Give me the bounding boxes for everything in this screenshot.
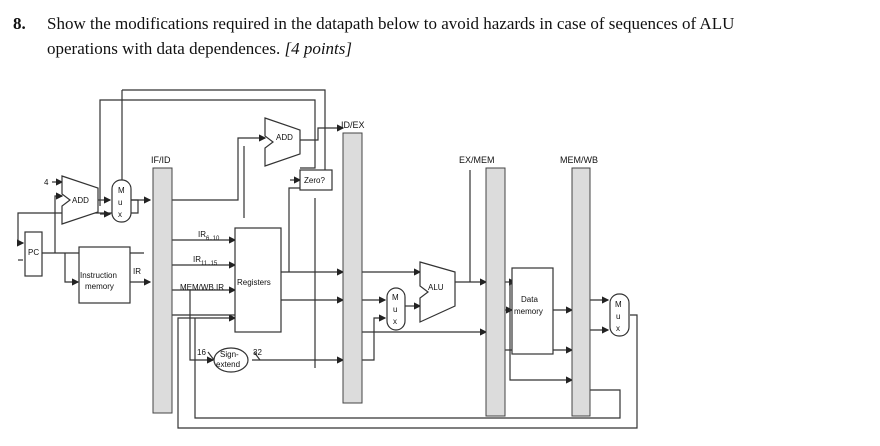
- instruction-memory-label-1: Instruction: [80, 271, 117, 280]
- ex-mux-u: u: [393, 305, 397, 314]
- sign-extend: [213, 347, 249, 373]
- if-id-register: [152, 167, 173, 414]
- data-memory-label-1: Data: [521, 295, 538, 304]
- pc-adder-label: ADD: [72, 196, 89, 205]
- ir-rt-sub: 11..15: [201, 261, 218, 267]
- instruction-memory: [78, 246, 131, 304]
- branch-adder: [264, 117, 301, 167]
- alu-label: ALU: [428, 283, 444, 292]
- ex-mux-m: M: [392, 293, 399, 302]
- id-ex-label: ID/EX: [341, 120, 365, 130]
- ir-rt-base: IR: [193, 255, 201, 264]
- register-file: [234, 227, 282, 333]
- alu: [419, 261, 456, 323]
- const-four: 4: [44, 178, 49, 187]
- zero-test: [299, 169, 333, 191]
- ir-out-label: IR: [133, 267, 141, 276]
- question-number: 8.: [13, 14, 26, 33]
- mem-wb-ir-label: MEM/WB.IR: [180, 283, 224, 292]
- zero-test-label: Zero?: [304, 176, 325, 185]
- wb-mux-m: M: [615, 300, 622, 309]
- question-text-line2-body: operations with data dependences.: [47, 39, 281, 58]
- wb-mux: [609, 293, 630, 337]
- ir-rt-label: IR11..15: [193, 255, 218, 267]
- mem-wb-label: MEM/WB: [560, 155, 598, 165]
- pc-label: PC: [28, 248, 39, 257]
- ex-mem-register: [485, 167, 506, 417]
- id-ex-register: [342, 132, 363, 404]
- if-id-label: IF/ID: [151, 155, 171, 165]
- ex-mux: [386, 287, 406, 331]
- sign-extend-label-1: Sign-: [220, 350, 239, 359]
- wires: [17, 89, 638, 429]
- question-text-line1: Show the modifications required in the d…: [47, 14, 735, 33]
- pc-register: [24, 231, 43, 277]
- instruction-memory-label-2: memory: [85, 282, 114, 291]
- ir-rs-base: IR: [198, 230, 206, 239]
- ex-mem-label: EX/MEM: [459, 155, 495, 165]
- sign-extend-in-width: 16: [197, 348, 206, 357]
- question-points: [4 points]: [284, 39, 352, 58]
- question-text-line2: operations with data dependences. [4 poi…: [47, 39, 352, 59]
- sign-extend-label-2: extend: [216, 360, 240, 369]
- branch-adder-label: ADD: [276, 133, 293, 142]
- data-memory: [511, 267, 554, 355]
- data-memory-label-2: memory: [514, 307, 543, 316]
- ex-mux-x: x: [393, 317, 397, 326]
- mem-wb-register: [571, 167, 591, 417]
- pipeline-registers: IF/ID ID/EX EX/MEM MEM/WB: [151, 120, 598, 417]
- pc-adder: [61, 175, 99, 225]
- sign-extend-out-width: 32: [253, 348, 262, 357]
- register-file-label: Registers: [237, 278, 271, 287]
- if-mux-u: u: [118, 198, 122, 207]
- if-mux-x: x: [118, 210, 122, 219]
- if-mux: [111, 179, 132, 223]
- ir-rs-label: IR6..10: [198, 230, 220, 242]
- if-mux-m: M: [118, 186, 125, 195]
- ir-rs-sub: 6..10: [206, 236, 220, 242]
- wb-mux-u: u: [616, 312, 620, 321]
- wb-mux-x: x: [616, 324, 620, 333]
- question-block: 8. Show the modifications required in th…: [0, 0, 880, 70]
